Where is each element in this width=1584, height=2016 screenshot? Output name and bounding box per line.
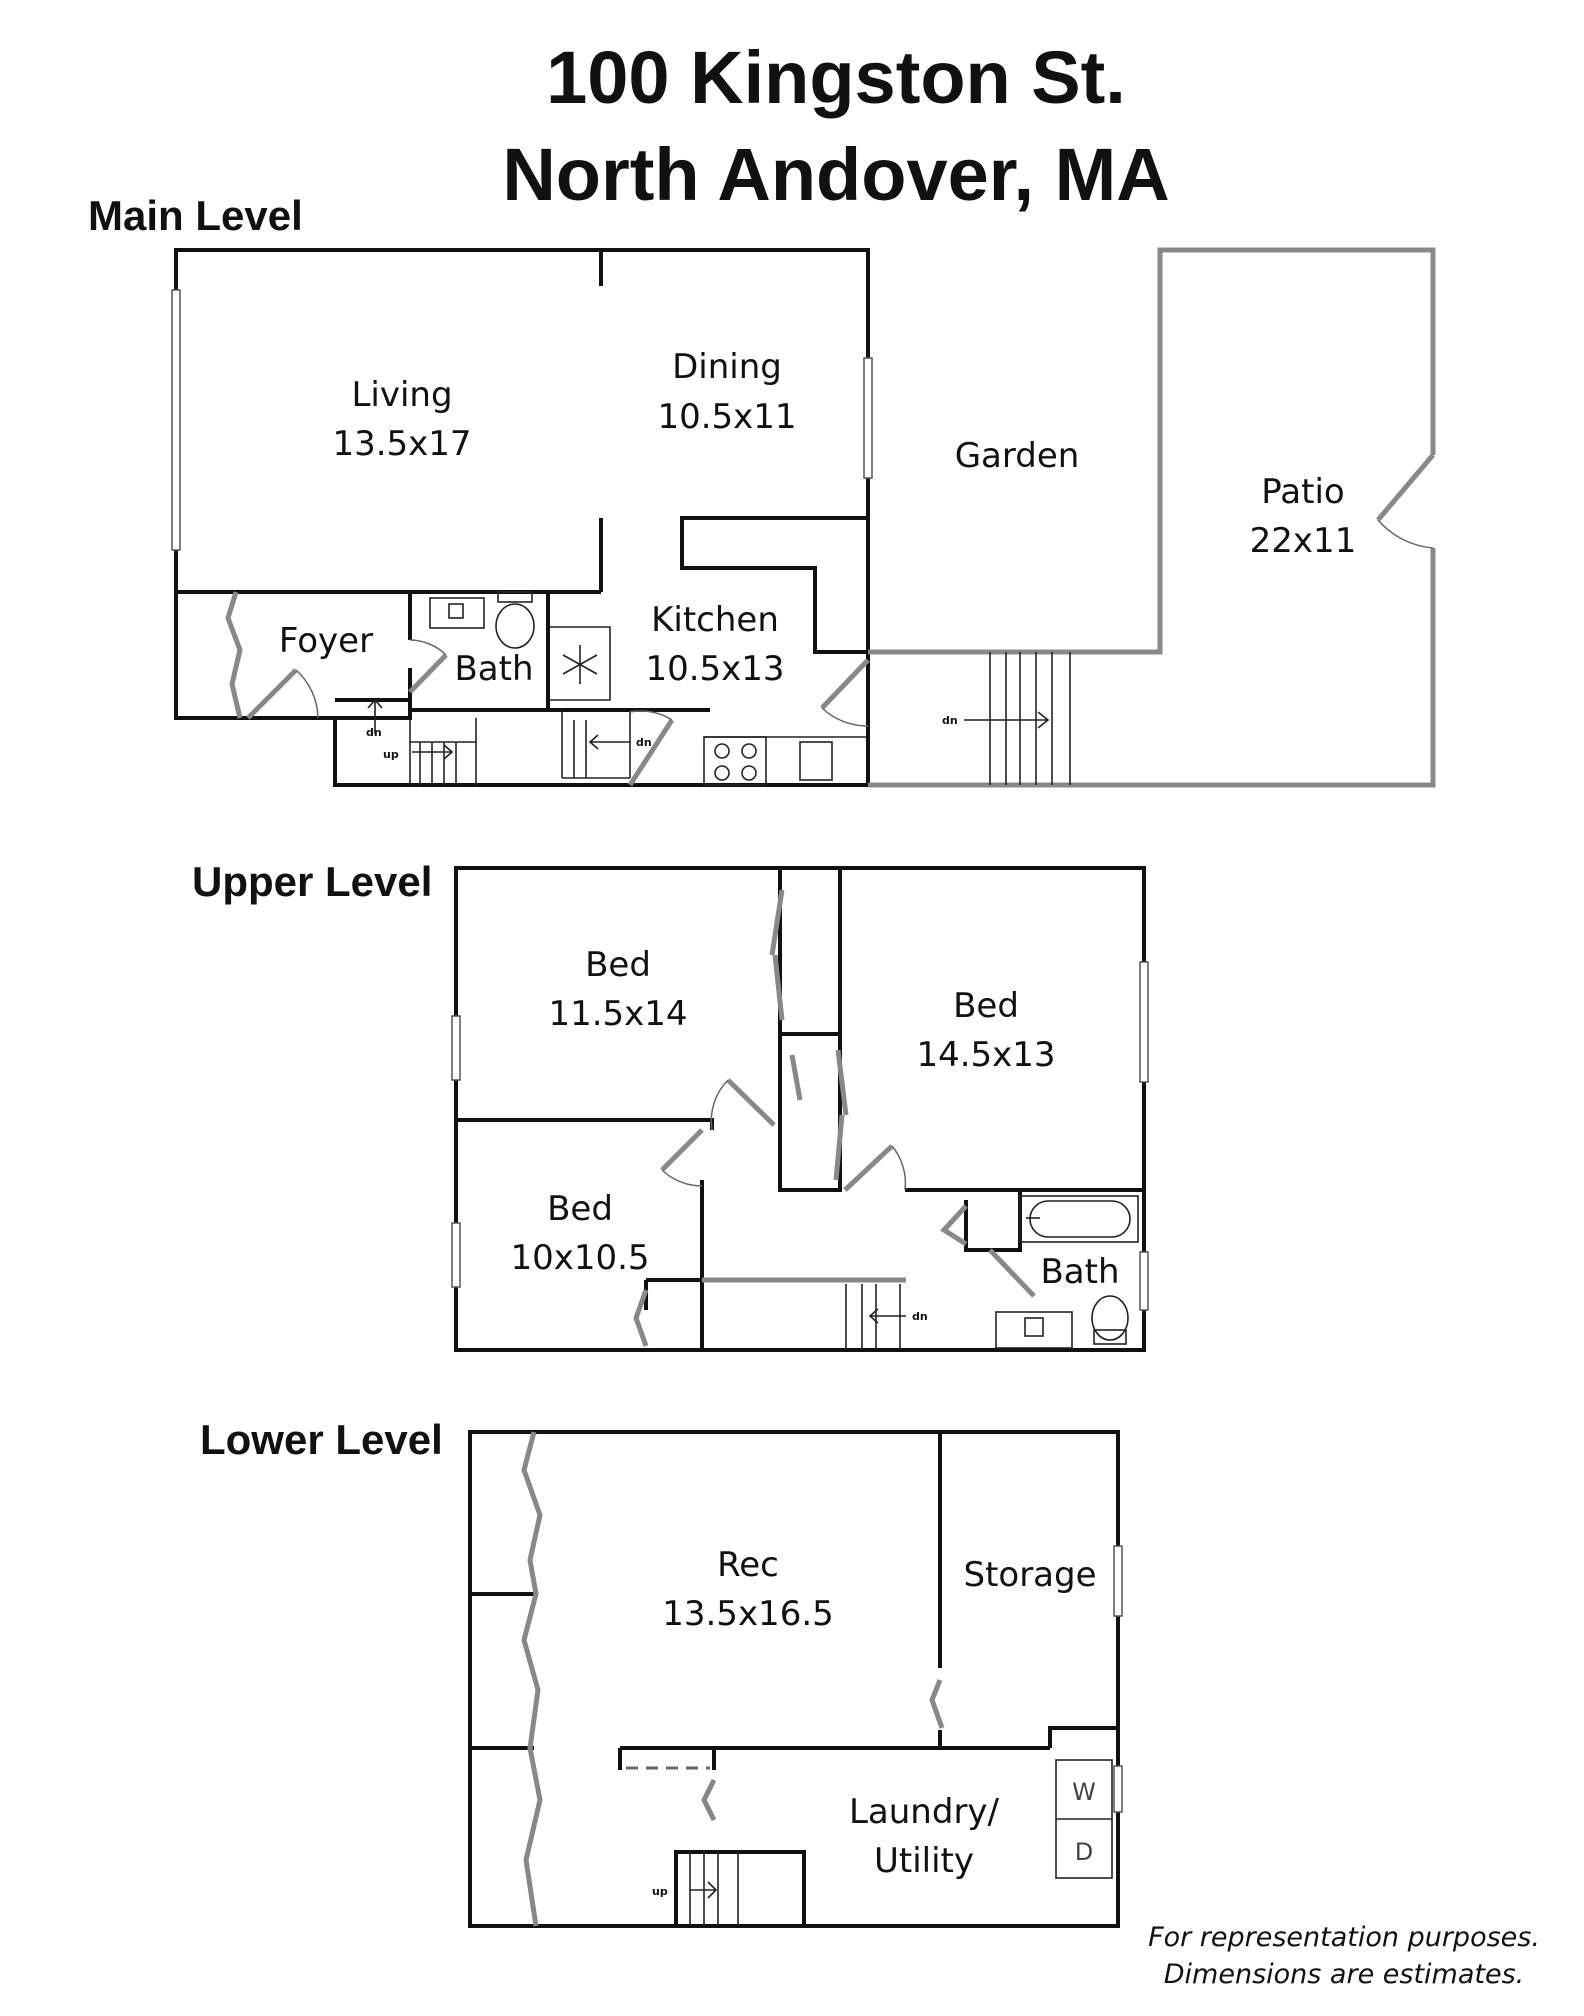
upper-bath-window [1139, 1251, 1149, 1311]
lower-stair-up-label: up [652, 1885, 668, 1898]
outdoor-area: dn [868, 247, 1436, 788]
living-window [171, 289, 181, 551]
washer-label: W [1072, 1778, 1096, 1806]
bed3-window [451, 1222, 461, 1288]
kitchen-label: Kitchen [651, 600, 779, 640]
footnote-line1: For representation purposes. [1148, 1922, 1540, 1953]
stairs-lower [674, 1850, 806, 1926]
foyer-label: Foyer [279, 621, 373, 661]
main-bath-label: Bath [454, 649, 533, 689]
storage-label: Storage [963, 1555, 1096, 1595]
bed2-dims: 14.5x13 [916, 1035, 1055, 1075]
rec-label: Rec [717, 1545, 779, 1585]
main-level-plan: dn up dn [171, 248, 873, 787]
garden-label: Garden [955, 436, 1080, 476]
living-label: Living [351, 375, 452, 415]
laundry-label-line1: Laundry/ [849, 1792, 1000, 1832]
upper-level-plan: dn [451, 866, 1149, 1352]
title-city: North Andover, MA [502, 133, 1169, 216]
living-dims: 13.5x17 [332, 424, 471, 464]
bed3-dims: 10x10.5 [510, 1238, 649, 1278]
stair-up-label: up [383, 748, 399, 761]
upper-sink-icon [995, 1311, 1073, 1349]
footnote-line2: Dimensions are estimates. [1164, 1959, 1524, 1990]
upper-stair-dn-label: dn [912, 1310, 928, 1323]
rec-dims: 13.5x16.5 [662, 1594, 834, 1634]
bed2-window [1139, 961, 1149, 1083]
laundry-label-line2: Utility [874, 1841, 974, 1881]
dining-label: Dining [672, 347, 782, 387]
patio-dims: 22x11 [1250, 521, 1357, 561]
bed1-dims: 11.5x14 [548, 994, 687, 1034]
patio-label: Patio [1261, 472, 1344, 512]
stair-dn-label-2: dn [636, 736, 652, 749]
exterior-stair-dn-label: dn [942, 714, 958, 727]
bed1-label: Bed [585, 945, 651, 985]
bathtub-icon [1019, 1195, 1139, 1243]
dining-window [863, 357, 873, 479]
toilet-icon [495, 603, 535, 649]
dining-dims: 10.5x11 [657, 397, 796, 437]
sink-icon [429, 597, 485, 629]
storage-window [1113, 1545, 1123, 1617]
upper-bath-label: Bath [1040, 1252, 1119, 1292]
bed2-label: Bed [953, 986, 1019, 1026]
title-address: 100 Kingston St. [546, 36, 1126, 119]
exterior-stairs [964, 652, 1071, 785]
stair-dn-label: dn [366, 726, 382, 739]
kitchen-dims: 10.5x13 [645, 649, 784, 689]
lower-level-plan: up W D [468, 1430, 1123, 1928]
dryer-label: D [1075, 1838, 1093, 1866]
main-level-label: Main Level [88, 192, 303, 239]
upper-toilet-icon [1091, 1295, 1129, 1341]
stairs-upper [845, 1284, 906, 1350]
laundry-window [1113, 1765, 1123, 1813]
snowflake-icon [562, 645, 598, 684]
upper-level-label: Upper Level [192, 858, 432, 905]
bed1-window [451, 1015, 461, 1081]
stairs-main-middle [561, 710, 631, 779]
kitchen-sink-icon [799, 741, 833, 781]
stairs-main-left [367, 698, 477, 785]
bed3-label: Bed [547, 1189, 613, 1229]
stove-icon [703, 736, 767, 786]
lower-level-label: Lower Level [200, 1416, 443, 1463]
